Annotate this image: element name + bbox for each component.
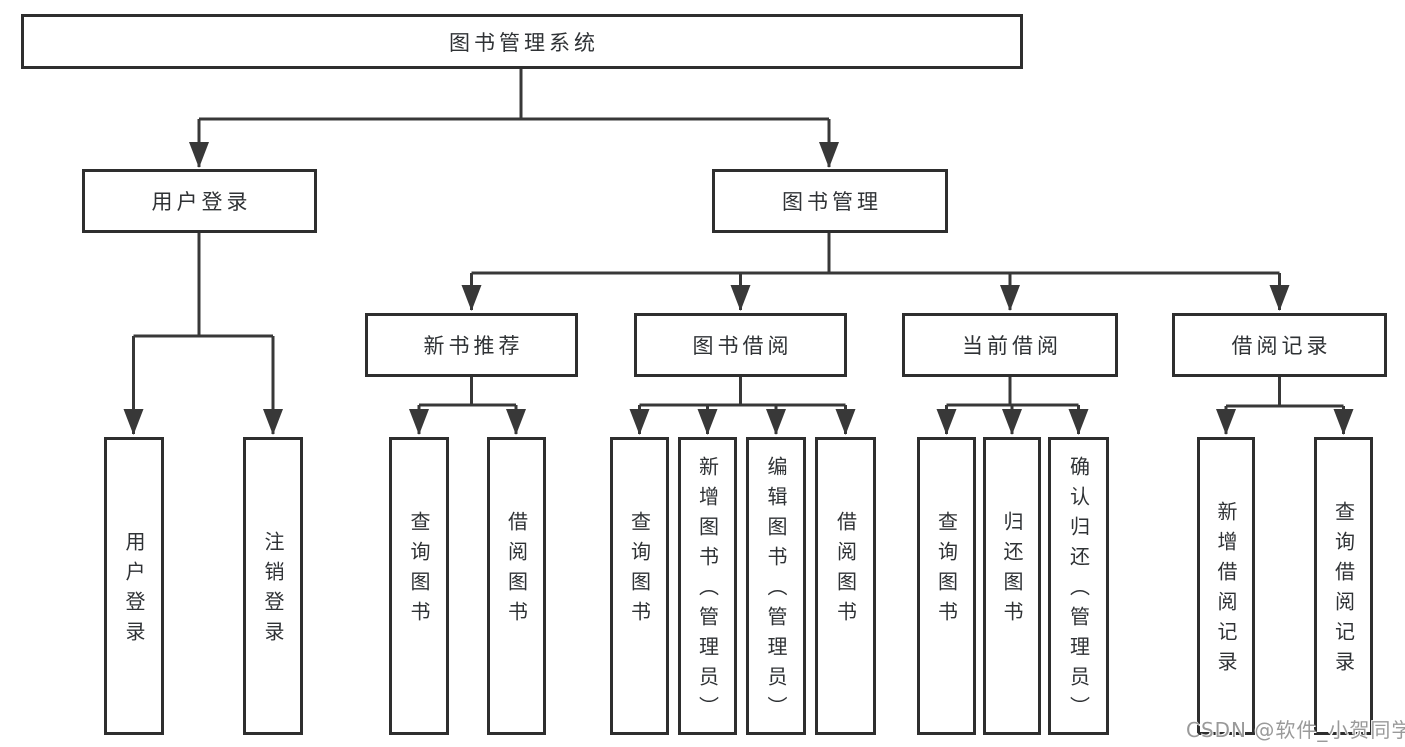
node-book-borrow: 图书借阅 [634, 313, 847, 377]
node-label: 当前借阅 [962, 334, 1062, 358]
node-borrow-records: 借阅记录 [1172, 313, 1387, 377]
leaf-borrow-add-books-admin: 新增图书（管理员） [678, 437, 737, 735]
leaf-current-return-books: 归还图书 [983, 437, 1041, 735]
leaf-borrow-query-books: 查询图书 [610, 437, 669, 735]
node-user-login: 用户登录 [82, 169, 317, 233]
leaf-label: 确认归还（管理员） [1066, 456, 1091, 726]
leaf-label: 查询图书 [407, 511, 431, 631]
node-label: 用户登录 [151, 190, 252, 214]
leaf-logout: 注销登录 [243, 437, 303, 735]
connector-paths [132, 68, 1345, 434]
node-new-book-recommend: 新书推荐 [365, 313, 578, 377]
leaf-label: 查询图书 [627, 511, 652, 631]
leaf-label: 编辑图书（管理员） [764, 456, 788, 726]
leaf-label: 查询图书 [934, 511, 959, 631]
node-label: 图书管理 [782, 190, 882, 214]
node-label: 借阅记录 [1231, 334, 1332, 358]
node-book-management: 图书管理 [712, 169, 948, 233]
arrowhead-icons [123, 142, 1354, 435]
node-root-system: 图书管理系统 [21, 14, 1023, 69]
leaf-label: 用户登录 [122, 531, 146, 651]
leaf-current-query-books: 查询图书 [917, 437, 976, 735]
leaf-label: 借阅图书 [504, 511, 529, 631]
node-label: 图书借阅 [692, 334, 793, 358]
node-label: 图书管理系统 [449, 30, 599, 55]
leaf-records-add-record: 新增借阅记录 [1197, 437, 1255, 735]
leaf-records-query-record: 查询借阅记录 [1314, 437, 1373, 735]
csdn-watermark: CSDN @软件_小贺同学 [1186, 718, 1405, 742]
leaf-borrow-lend-books: 借阅图书 [815, 437, 876, 735]
leaf-label: 新增图书（管理员） [695, 456, 720, 726]
node-current-borrow: 当前借阅 [902, 313, 1118, 377]
leaf-newbook-query-books: 查询图书 [389, 437, 449, 735]
leaf-label: 查询借阅记录 [1331, 501, 1356, 681]
leaf-user-login: 用户登录 [104, 437, 164, 735]
leaf-newbook-borrow-books: 借阅图书 [487, 437, 546, 735]
leaf-label: 借阅图书 [833, 511, 858, 631]
leaf-borrow-edit-books-admin: 编辑图书（管理员） [746, 437, 806, 735]
leaf-current-confirm-return-admin: 确认归还（管理员） [1048, 437, 1109, 735]
node-label: 新书推荐 [423, 334, 524, 358]
leaf-label: 注销登录 [261, 531, 285, 651]
leaf-label: 新增借阅记录 [1214, 501, 1238, 681]
leaf-label: 归还图书 [1000, 511, 1024, 631]
